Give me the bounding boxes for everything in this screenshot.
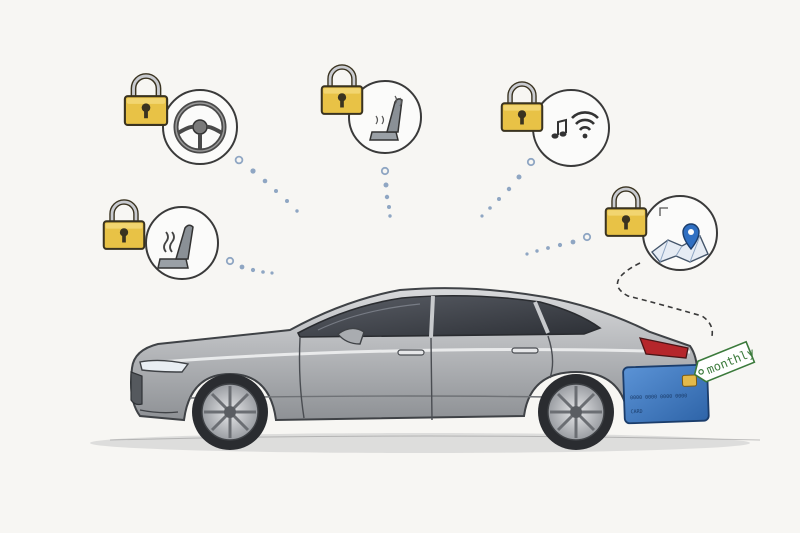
dashed-path — [616, 262, 714, 337]
taillight — [638, 337, 689, 359]
heated-seat-icon — [157, 224, 194, 269]
door-handle — [397, 349, 425, 356]
feature-ventilated-seat — [322, 67, 422, 218]
lock-icon — [125, 76, 167, 125]
rear-wheel — [538, 374, 614, 450]
lock-icon — [606, 189, 646, 236]
car-windows — [296, 294, 602, 338]
card-chip — [681, 374, 698, 387]
feature-heated-seat — [104, 202, 274, 280]
connector-dots — [380, 166, 392, 218]
feature-connectivity — [480, 84, 610, 218]
credit-card: 0000 0000 0000 0000 CARD — [622, 363, 710, 425]
car — [90, 287, 761, 453]
connector-dots — [525, 232, 592, 256]
lock-icon — [104, 202, 144, 249]
map-pin-icon — [651, 207, 709, 263]
connector-dots — [234, 155, 299, 213]
connector-dots — [480, 157, 536, 218]
card-brand: CARD — [630, 409, 642, 415]
ventilated-seat-icon — [369, 95, 403, 141]
lock-icon — [502, 84, 542, 131]
feature-circle — [532, 89, 610, 167]
headlight — [139, 359, 190, 373]
steering-wheel-icon — [173, 100, 227, 154]
door-handle — [511, 347, 539, 354]
price-tag: monthly — [693, 340, 757, 383]
side-mirror — [336, 327, 365, 345]
wifi-music-icon — [551, 111, 599, 139]
feature-circle — [642, 195, 718, 271]
feature-steering-wheel — [125, 76, 299, 213]
grille — [130, 371, 143, 406]
connector-dots — [225, 256, 274, 275]
lock-icon — [322, 67, 362, 114]
card-number: 0000 0000 0000 0000 — [630, 393, 687, 401]
front-wheel — [192, 374, 268, 450]
feature-navigation — [525, 189, 718, 271]
feature-circle — [348, 80, 422, 154]
